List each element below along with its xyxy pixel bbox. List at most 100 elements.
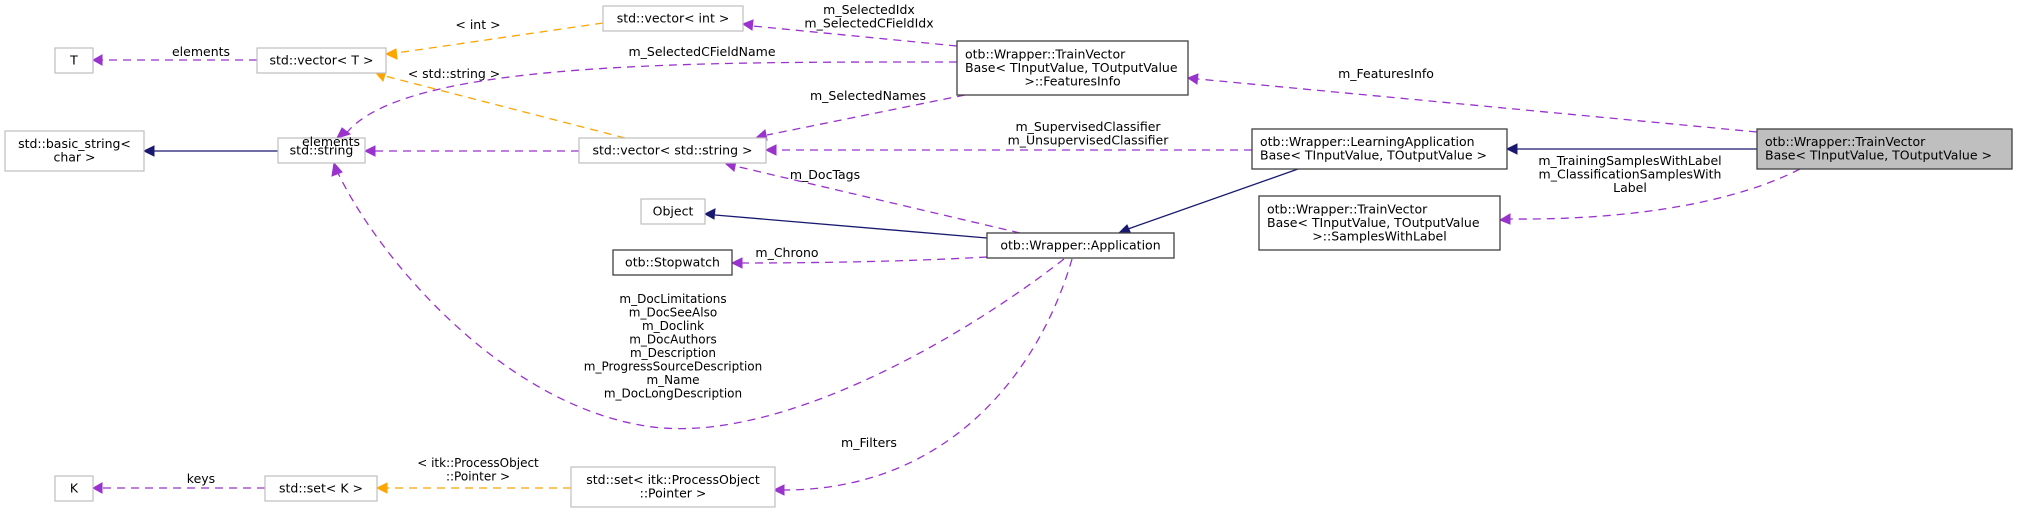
arrowhead-icon (363, 145, 376, 157)
node-T[interactable]: T (54, 47, 94, 74)
node-box (612, 249, 733, 276)
edge-label: m_TrainingSamplesWithLabel (1538, 153, 1721, 168)
edge-line (384, 75, 626, 139)
edge-label: ::Pointer > (446, 470, 510, 484)
node-application[interactable]: otb::Wrapper::Application (986, 232, 1175, 259)
edge-label: Label (1613, 180, 1647, 195)
node-box (1258, 195, 1501, 251)
node-label: Base< TInputValue, TOutputValue > (1765, 148, 1992, 163)
node-K[interactable]: K (54, 475, 94, 502)
node-box (54, 475, 94, 502)
node-box (1251, 128, 1508, 170)
edge-line (1127, 168, 1299, 230)
arrowhead-icon (91, 482, 103, 494)
node-label: Object (653, 203, 694, 218)
edge-train_vector_base-to-learning_app (1505, 143, 1757, 155)
node-label: std::vector< std::string > (593, 142, 753, 157)
node-box (264, 475, 378, 502)
node-set-process[interactable]: std::set< itk::ProcessObject::Pointer > (570, 466, 776, 508)
node-box (570, 466, 776, 508)
edge-train_vector_base-to-samples_with_label (1498, 168, 1801, 225)
arrowhead-icon (730, 257, 743, 269)
node-label: >::FeaturesInfo (1024, 73, 1120, 88)
edge-string-to-basic_string (142, 145, 278, 157)
edge-features_info-to-vector_int (741, 19, 958, 47)
node-box (256, 47, 387, 74)
edge-label: m_DocLimitations (619, 292, 726, 306)
node-box (1756, 128, 2013, 170)
edge-learning_app-to-vector_string (764, 144, 1252, 156)
node-label: ::Pointer > (640, 486, 707, 501)
arrowhead-icon (142, 145, 155, 157)
arrowhead-icon (375, 482, 388, 494)
node-label: std::string (290, 142, 354, 157)
node-label: K (70, 480, 79, 495)
edge-application-to-object (703, 208, 988, 239)
edge-line (734, 165, 1021, 234)
node-label: Base< TInputValue, TOutputValue > (1260, 148, 1487, 163)
edge-line (344, 61, 958, 136)
edge-label: m_DocSeeAlso (629, 306, 717, 320)
edge-application-to-string (331, 161, 1065, 430)
node-label: char > (53, 150, 95, 165)
edge-line (752, 25, 958, 47)
node-box (956, 40, 1189, 96)
node-label: std::vector< int > (617, 10, 730, 25)
edge-application-to-stopwatch (730, 256, 988, 269)
node-vector-string[interactable]: std::vector< std::string > (578, 137, 767, 164)
node-label: std::vector< T > (270, 52, 374, 67)
edge-line (337, 172, 1065, 430)
edge-application-to-set_process (772, 258, 1073, 496)
edge-label: elements (302, 134, 360, 149)
node-box (640, 198, 706, 225)
node-label: otb::Wrapper::Application (1000, 237, 1160, 252)
edge-vector_T-to-T (91, 54, 257, 66)
node-stopwatch[interactable]: otb::Stopwatch (612, 249, 733, 276)
edge-label: m_Description (630, 346, 716, 360)
node-string[interactable]: std::string (277, 137, 366, 164)
edge-label: m_DocTags (790, 167, 860, 182)
edge-label: keys (187, 471, 215, 486)
node-label: Base< TInputValue, TOutputValue (965, 60, 1178, 75)
node-label: otb::Wrapper::TrainVector (1765, 134, 1926, 149)
node-label: std::set< itk::ProcessObject (586, 472, 760, 487)
edge-vector_int-to-vector_T (384, 22, 604, 60)
node-label: std::set< K > (279, 480, 363, 495)
edge-set_K-to-K (91, 482, 265, 494)
node-label: otb::Wrapper::TrainVector (965, 46, 1126, 61)
edge-label: m_Name (646, 373, 699, 387)
node-box (578, 137, 767, 164)
node-label: otb::Wrapper::TrainVector (1267, 201, 1428, 216)
node-label: T (69, 52, 78, 67)
edge-label: m_SelectedIdx (823, 2, 915, 17)
arrowhead-icon (772, 484, 785, 496)
node-vector-int[interactable]: std::vector< int > (602, 5, 744, 32)
node-box (277, 137, 366, 164)
edge-label: < int > (455, 17, 500, 32)
edge-label: m_UnsupervisedClassifier (1008, 133, 1170, 148)
edge-label: m_DocLongDescription (604, 387, 742, 401)
arrowhead-icon (741, 19, 754, 31)
edge-label: m_DocAuthors (629, 333, 717, 347)
edge-train_vector_base-to-features_info (1186, 73, 1758, 133)
edge-label: m_Chrono (755, 245, 818, 260)
node-set-K[interactable]: std::set< K > (264, 475, 378, 502)
node-box (54, 47, 94, 74)
node-box (986, 232, 1175, 259)
node-box (4, 130, 145, 172)
node-vector-T[interactable]: std::vector< T > (256, 47, 387, 74)
node-basic-string[interactable]: std::basic_string<char > (4, 130, 145, 172)
edge-line (1197, 78, 1758, 133)
edge-label: < std::string > (408, 66, 501, 81)
node-object[interactable]: Object (640, 198, 706, 225)
node-label: std::basic_string< (18, 136, 131, 151)
edge-label: m_ClassificationSamplesWith (1539, 167, 1722, 182)
edge-line (1509, 168, 1801, 220)
edge-vector_string-to-vector_T (375, 70, 626, 139)
edge-line (741, 256, 988, 264)
